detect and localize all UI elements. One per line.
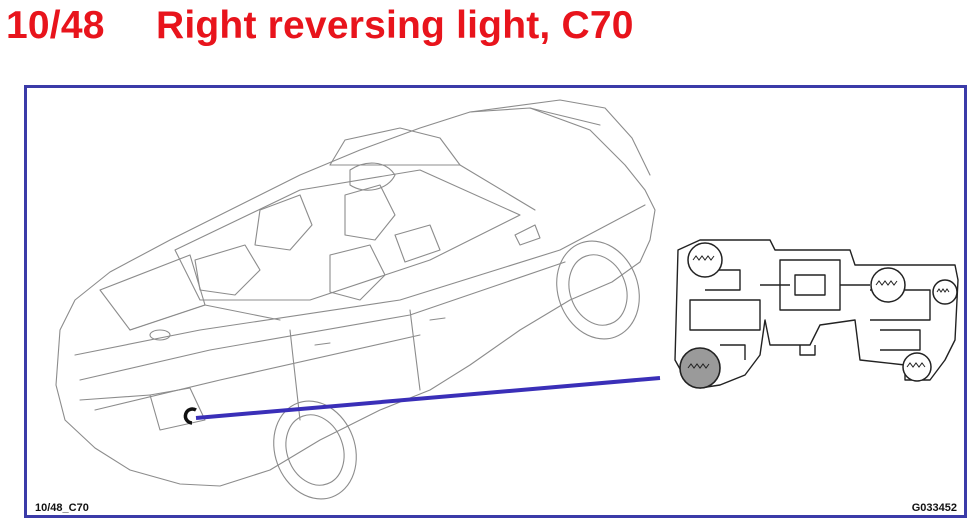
title-text: Right reversing light, C70 — [156, 4, 634, 47]
pointer-line — [195, 376, 661, 420]
car-convertible-illustration — [55, 99, 656, 500]
image-code-label: G033452 — [911, 502, 957, 514]
lamp-position-marker — [183, 407, 197, 425]
bulb-socket-right-upper — [870, 267, 906, 303]
title-number: 10/48 — [6, 4, 105, 47]
bulb-socket-bottom-right — [902, 352, 932, 382]
figure-reference-label: 10/48_C70 — [35, 502, 89, 514]
reversing-light-bulb-highlighted — [679, 347, 721, 389]
bulb-socket-far-right — [932, 279, 958, 305]
bulb-socket-top-left — [687, 242, 723, 278]
page-title: 10/48 Right reversing light, C70 — [0, 0, 634, 56]
diagram-frame — [24, 85, 967, 518]
